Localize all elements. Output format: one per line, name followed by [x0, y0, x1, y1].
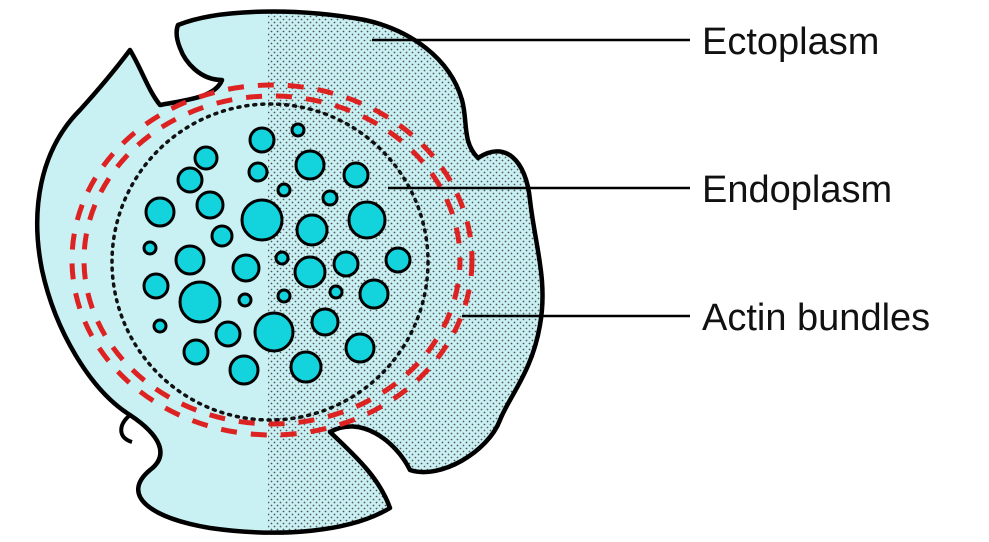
cell-body	[37, 12, 542, 533]
granule	[255, 313, 293, 351]
granule	[323, 191, 337, 205]
granule	[312, 309, 338, 335]
granule	[278, 184, 290, 196]
granule	[295, 257, 325, 287]
granule	[239, 294, 251, 306]
granule	[197, 192, 223, 218]
granule	[292, 124, 304, 136]
granule	[154, 320, 166, 332]
granule	[146, 198, 174, 226]
granule	[233, 255, 259, 281]
notch-outline	[121, 415, 132, 442]
granule	[195, 147, 217, 169]
granule	[216, 322, 240, 346]
granule	[144, 274, 168, 298]
granule	[296, 151, 324, 179]
granule	[176, 246, 204, 274]
granule	[344, 163, 368, 187]
granule	[180, 282, 220, 322]
actin-bundles-label: Actin bundles	[702, 297, 930, 339]
granule	[250, 128, 274, 152]
granule	[249, 163, 267, 181]
granule	[334, 252, 358, 276]
granule	[278, 290, 290, 302]
granule	[230, 356, 258, 384]
granule	[386, 248, 410, 272]
granule	[242, 200, 282, 240]
ectoplasm-label: Ectoplasm	[702, 21, 879, 63]
granule	[346, 334, 374, 362]
endoplasm-label: Endoplasm	[702, 169, 892, 211]
granule	[291, 352, 321, 382]
granule	[276, 252, 288, 264]
granule	[212, 226, 232, 246]
granule	[297, 215, 327, 245]
granule	[184, 340, 208, 364]
granule	[144, 242, 156, 254]
granule	[349, 202, 385, 238]
granule	[178, 168, 202, 192]
granule	[330, 286, 342, 298]
granule	[360, 280, 388, 308]
